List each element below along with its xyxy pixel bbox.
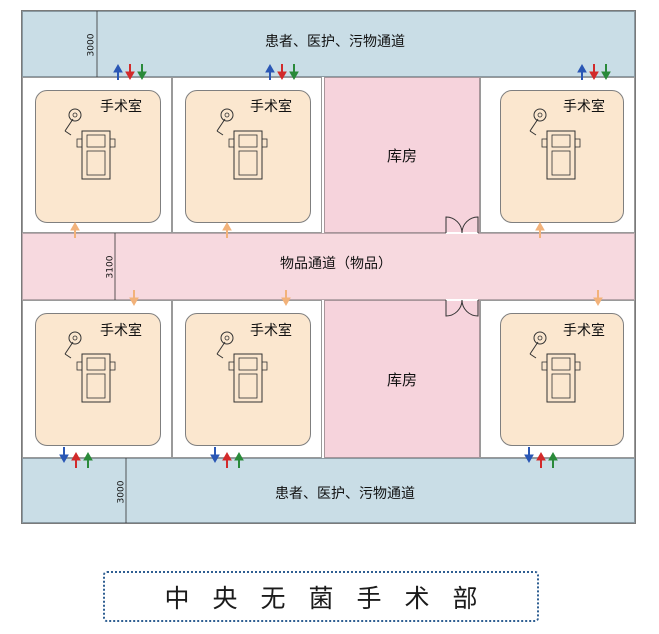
operating-room-label: 手术室 (563, 323, 605, 339)
goods-corridor-label: 物品通道（物品） (280, 256, 392, 272)
double-door-icon (445, 299, 479, 317)
operating-table-icon (529, 108, 581, 180)
operating-room (185, 313, 311, 446)
operating-table-icon (64, 108, 116, 180)
title-box: 中央无菌手术部 (103, 571, 539, 622)
flow-arrow-icon (59, 446, 93, 469)
operating-room (185, 90, 311, 223)
operating-room (35, 90, 161, 223)
storage-label: 库房 (386, 370, 417, 389)
operating-room (35, 313, 161, 446)
operating-table-icon (64, 331, 116, 403)
storage-room-bottom: 库房 (324, 300, 480, 458)
flow-arrow-icon (265, 63, 299, 81)
double-door-icon (445, 216, 479, 234)
operating-room-label: 手术室 (250, 323, 292, 339)
flow-arrow-icon (210, 446, 244, 469)
page-title: 中央无菌手术部 (164, 583, 501, 613)
bottom-corridor (22, 458, 635, 523)
storage-room-top: 库房 (324, 77, 480, 233)
operating-room-label: 手术室 (100, 99, 142, 115)
storage-label: 库房 (386, 146, 417, 165)
operating-table-icon (529, 331, 581, 403)
flow-arrow-icon (113, 63, 147, 81)
operating-table-icon (216, 331, 268, 403)
bottom-corridor-label: 患者、医护、污物通道 (275, 486, 415, 502)
flow-arrow-icon (577, 63, 611, 81)
operating-room-label: 手术室 (563, 99, 605, 115)
operating-room-label: 手术室 (250, 99, 292, 115)
operating-room (500, 313, 624, 446)
goods-corridor (22, 233, 635, 300)
top-corridor-label: 患者、医护、污物通道 (265, 34, 405, 50)
operating-room-label: 手术室 (100, 323, 142, 339)
operating-table-icon (216, 108, 268, 180)
flow-arrow-icon (70, 222, 603, 306)
flow-arrow-icon (524, 446, 558, 469)
top-corridor (22, 11, 635, 77)
operating-room (500, 90, 624, 223)
